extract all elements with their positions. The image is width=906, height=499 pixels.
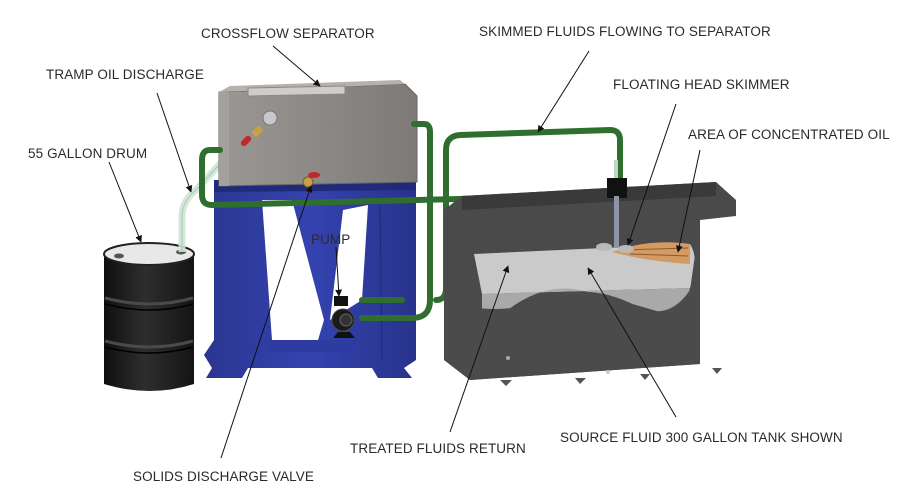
separator-stand <box>204 180 416 378</box>
leader-tramp-oil <box>156 92 193 193</box>
leader-crossflow <box>272 45 321 87</box>
leader-floating-skimmer <box>626 103 677 246</box>
label-crossflow-separator: CROSSFLOW SEPARATOR <box>201 26 375 41</box>
pump <box>331 296 355 338</box>
label-solids-discharge-valve: SOLIDS DISCHARGE VALVE <box>133 469 315 484</box>
source-tank <box>444 178 736 386</box>
label-skimmed-fluids: SKIMMED FLUIDS FLOWING TO SEPARATOR <box>479 24 771 39</box>
leader-pump <box>335 246 343 297</box>
label-treated-fluids-return: TREATED FLUIDS RETURN <box>350 441 526 456</box>
label-tramp-oil-discharge: TRAMP OIL DISCHARGE <box>46 67 204 82</box>
label-pump: PUMP <box>311 232 351 247</box>
label-55-gallon-drum: 55 GALLON DRUM <box>28 146 148 161</box>
leader-drum <box>108 161 142 243</box>
crossflow-separator <box>218 80 418 188</box>
callout-lines <box>108 45 701 459</box>
leader-source-tank <box>587 267 677 418</box>
leader-treated-return <box>449 265 510 433</box>
label-floating-head-skimmer: FLOATING HEAD SKIMMER <box>613 77 790 92</box>
leader-oil-area <box>675 149 701 253</box>
label-source-fluid-tank: SOURCE FLUID 300 GALLON TANK SHOWN <box>560 430 843 445</box>
label-concentrated-oil: AREA OF CONCENTRATED OIL <box>688 127 890 142</box>
drum <box>103 242 195 391</box>
leader-solids-valve <box>220 185 313 459</box>
leader-skimmed <box>537 50 590 133</box>
